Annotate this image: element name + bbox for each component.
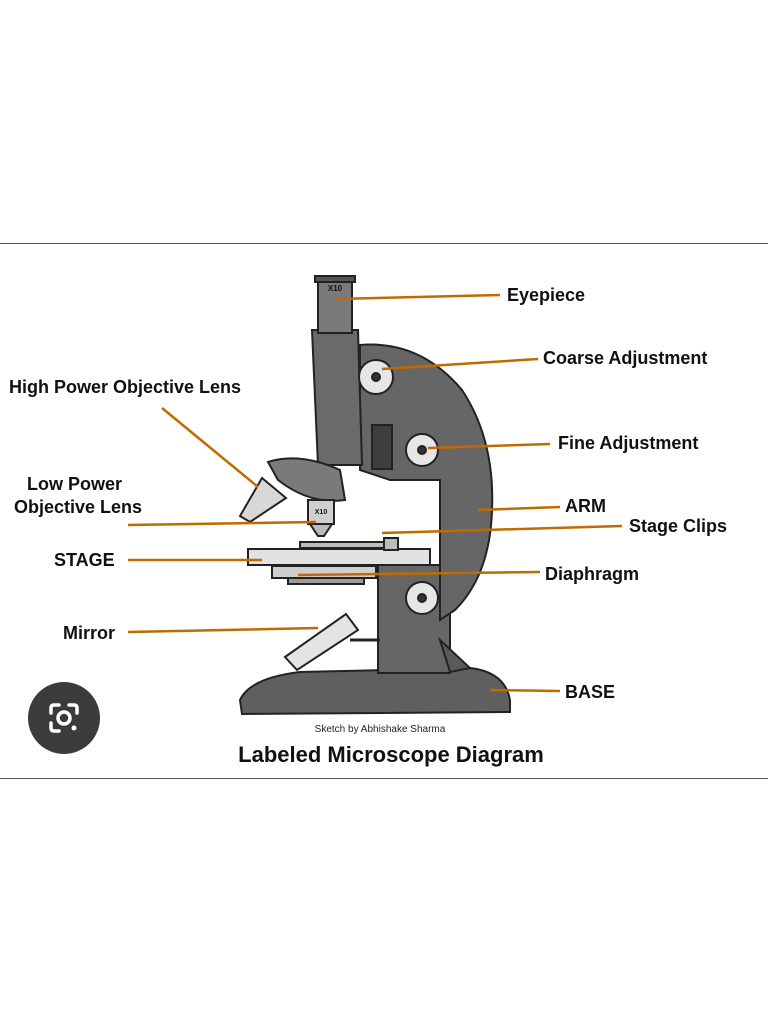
leader-fine xyxy=(427,442,551,450)
leader-arm xyxy=(477,505,561,512)
coarse-knob xyxy=(358,359,394,395)
stage-clip xyxy=(299,541,391,549)
label-high-power-objective: High Power Objective Lens xyxy=(9,377,241,397)
leader-lines xyxy=(127,293,623,693)
leader-eyepiece xyxy=(335,293,501,301)
body-tube xyxy=(310,329,364,466)
label-stage: STAGE xyxy=(54,550,115,570)
base xyxy=(238,666,511,716)
label-base: BASE xyxy=(565,682,615,702)
fine-knob xyxy=(405,433,439,467)
label-coarse-adjustment: Coarse Adjustment xyxy=(543,348,707,368)
label-mirror: Mirror xyxy=(63,623,115,643)
diagram-title: Labeled Microscope Diagram xyxy=(238,742,544,767)
leader-diaphragm xyxy=(297,570,541,577)
google-lens-icon xyxy=(49,703,79,733)
leader-hpol xyxy=(161,407,259,488)
stage xyxy=(247,548,431,566)
diaphragm xyxy=(271,565,377,579)
microscope-illustration xyxy=(238,275,511,716)
leader-lpol xyxy=(127,520,317,527)
label-low-power-line2: Objective Lens xyxy=(14,497,142,517)
mirror xyxy=(283,612,360,672)
label-diaphragm: Diaphragm xyxy=(545,564,639,584)
label-stage-clips: Stage Clips xyxy=(629,516,727,536)
lower-knob xyxy=(405,581,439,615)
low-power-objective xyxy=(307,499,335,525)
eyepiece xyxy=(317,277,353,334)
leader-base xyxy=(489,688,561,693)
objective-mark: X10 xyxy=(315,509,328,516)
leader-clips xyxy=(381,524,623,535)
sketch-credit: Sketch by Abhishake Sharma xyxy=(315,724,446,735)
label-fine-adjustment: Fine Adjustment xyxy=(558,433,698,453)
top-rule xyxy=(0,243,768,244)
google-lens-button[interactable] xyxy=(28,682,100,754)
label-arm: ARM xyxy=(565,496,606,516)
label-low-power-line1: Low Power xyxy=(27,474,122,494)
eyepiece-mark: X10 xyxy=(328,284,343,293)
leader-coarse xyxy=(381,357,539,371)
label-eyepiece: Eyepiece xyxy=(507,285,585,305)
arm xyxy=(359,343,494,622)
bottom-rule xyxy=(0,778,768,779)
leader-mirror xyxy=(127,626,319,634)
nosepiece xyxy=(266,457,347,502)
high-power-objective xyxy=(238,476,288,524)
